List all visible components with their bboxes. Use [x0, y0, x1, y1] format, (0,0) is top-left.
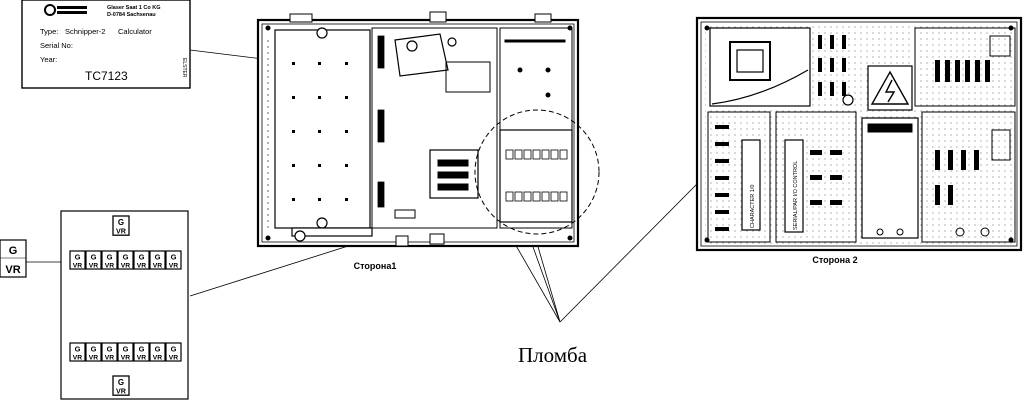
- caption-side-1: Сторона1: [354, 261, 397, 271]
- seal-mark-large: G VR: [0, 239, 27, 278]
- seal-slot: [505, 191, 514, 202]
- seal-slot: [532, 191, 541, 202]
- heatsink-holes: [292, 62, 348, 201]
- caption-side-2: Сторона 2: [812, 255, 857, 265]
- seal-icon: [112, 215, 130, 237]
- seal-top-row: [112, 215, 130, 237]
- nameplate-side-mark: ELSTER: [181, 58, 187, 78]
- nameplate-logo: [44, 4, 87, 16]
- caption-seal: Пломба: [518, 343, 588, 367]
- seal-slot: [514, 191, 523, 202]
- seal-slot: [550, 149, 559, 160]
- seal-icon: [149, 342, 166, 363]
- seal-slot: [559, 191, 568, 202]
- seal-mark-top: G: [9, 245, 18, 257]
- seal-row-2: [69, 342, 182, 363]
- slot-rows: [715, 125, 729, 231]
- seal-slot: [523, 149, 532, 160]
- nameplate-type-kind: Calculator: [118, 27, 152, 36]
- ic-row-right: [935, 150, 979, 205]
- seal-icon: [117, 250, 134, 271]
- seal-slot: [541, 191, 550, 202]
- ic-row-mid: [810, 150, 842, 205]
- seal-icon: [85, 342, 102, 363]
- seal-icon: [165, 250, 182, 271]
- seal-icon: [133, 250, 150, 271]
- nameplate: Glaser Saat 1 Co KG D-0784 Sachsenau Typ…: [21, 0, 191, 89]
- ic-row-top: [935, 60, 990, 82]
- nameplate-type-label: Type:: [40, 27, 58, 36]
- seal-icon: [149, 250, 166, 271]
- seal-icon: [101, 342, 118, 363]
- seal-slot: [514, 149, 523, 160]
- seal-icon: [85, 250, 102, 271]
- seal-row-1: [69, 250, 182, 271]
- side2-label-2: SERIAL/PAR I/O CONTROL: [793, 161, 799, 230]
- nameplate-model: TC7123: [85, 69, 128, 83]
- seal-icon: [117, 342, 134, 363]
- vent-slots: [818, 35, 846, 96]
- seal-mark-bottom: VR: [5, 264, 20, 276]
- seal-slot: [523, 191, 532, 202]
- side1-seal-rows: [505, 149, 568, 202]
- seal-bottom-row: [112, 375, 130, 397]
- seal-slot: [532, 149, 541, 160]
- nameplate-company-2: D-0784 Sachsenau: [107, 12, 156, 18]
- nameplate-company-1: Glaser Saat 1 Co KG: [107, 5, 161, 11]
- seal-slot: [541, 149, 550, 160]
- seal-icon: [112, 375, 130, 397]
- nameplate-serial-label: Serial No:: [40, 41, 73, 50]
- seal-slot: [559, 149, 568, 160]
- side2-label-1: CHARACTER 1/0: [750, 185, 756, 228]
- nameplate-year-label: Year:: [40, 55, 57, 64]
- nameplate-type-value: Schnipper-2: [65, 27, 105, 36]
- seal-icon: [69, 342, 86, 363]
- seal-icon: [101, 250, 118, 271]
- seal-icon: [165, 342, 182, 363]
- seal-icon: [133, 342, 150, 363]
- seal-slot: [550, 191, 559, 202]
- seal-detail-box: [60, 210, 189, 400]
- device-side-1: [256, 11, 600, 248]
- device-side-2: CHARACTER 1/0 SERIAL/PAR I/O CONTROL: [695, 16, 1023, 252]
- seal-icon: [69, 250, 86, 271]
- seal-slot: [505, 149, 514, 160]
